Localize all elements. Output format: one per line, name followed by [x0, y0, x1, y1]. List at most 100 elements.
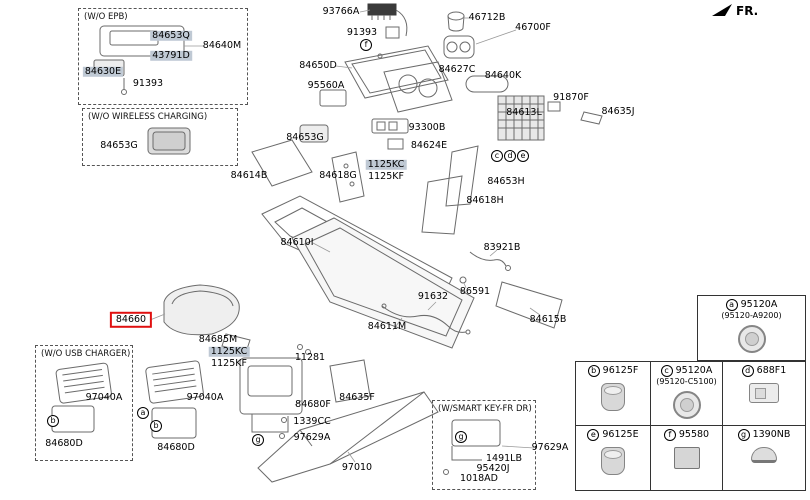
- part-label-1125KF[interactable]: 1125KF: [211, 357, 247, 369]
- ref-letter-d: d: [741, 365, 754, 377]
- fr-direction-indicator: FR.: [712, 3, 758, 18]
- part-label-84653H[interactable]: 84653H: [487, 175, 525, 187]
- part-number: 96125F: [602, 365, 639, 377]
- part-number: 95120A: [740, 299, 778, 311]
- ref-marker-g: g: [455, 431, 467, 443]
- wo-usb-charger-box: (W/O USB CHARGER): [35, 345, 133, 461]
- part-label-84627C[interactable]: 84627C: [438, 63, 476, 75]
- part-number: 95120A: [675, 365, 713, 377]
- part-label-95560A[interactable]: 95560A: [307, 79, 345, 91]
- part-label-46700F[interactable]: 46700F: [515, 21, 551, 33]
- wo-epb-box: (W/O EPB): [78, 8, 248, 105]
- w-smart-key-title: (W/SMART KEY-FR DR): [438, 404, 532, 414]
- part-number: 96125E: [602, 429, 639, 441]
- part-label-91870F[interactable]: 91870F: [553, 91, 589, 103]
- part-label-93766A[interactable]: 93766A: [322, 5, 360, 17]
- part-label-84635F[interactable]: 84635F: [339, 391, 375, 403]
- part-thumbnail-bracket: [749, 383, 779, 403]
- part-label-84653Q[interactable]: 84653Q: [150, 29, 192, 42]
- part-thumbnail-knob: [737, 324, 766, 353]
- ref-letter-f: f: [663, 429, 676, 441]
- part-label-84611M[interactable]: 84611M: [367, 320, 407, 332]
- part-thumbnail-box: [673, 447, 700, 469]
- part-label-97629A[interactable]: 97629A: [293, 431, 331, 443]
- part-label-93300B[interactable]: 93300B: [408, 121, 446, 133]
- ref-marker-a: a: [137, 407, 149, 419]
- part-label-86591[interactable]: 86591: [459, 285, 491, 297]
- part-label-84660[interactable]: 84660: [109, 311, 153, 329]
- part-label-84680F[interactable]: 84680F: [295, 398, 331, 410]
- part-label-84680D[interactable]: 84680D: [45, 437, 83, 449]
- ref-marker-c: c: [491, 150, 503, 162]
- part-label-84653G[interactable]: 84653G: [286, 131, 324, 143]
- ref-marker-e: e: [517, 150, 529, 162]
- part-label-1491LB[interactable]: 1491LB: [486, 452, 522, 464]
- part-label-97040A[interactable]: 97040A: [85, 391, 123, 403]
- part-label-1339CC[interactable]: 1339CC: [293, 415, 331, 427]
- part-label-97040A[interactable]: 97040A: [186, 391, 224, 403]
- part-label-91393[interactable]: 91393: [346, 26, 378, 38]
- ref-letter-c: c: [660, 365, 673, 377]
- part-label-84613L[interactable]: 84613L: [506, 106, 542, 118]
- part-label-84624E[interactable]: 84624E: [410, 139, 448, 151]
- ref-letter-a: a: [725, 299, 738, 311]
- part-label-46712B[interactable]: 46712B: [468, 11, 506, 23]
- part-number: 1390NB: [752, 429, 791, 441]
- ref-letter-g: g: [737, 429, 750, 441]
- wo-usb-charger-title: (W/O USB CHARGER): [41, 349, 131, 359]
- part-thumbnail-knob: [672, 390, 701, 419]
- part-label-97010[interactable]: 97010: [341, 461, 373, 473]
- part-label-84640K[interactable]: 84640K: [484, 69, 522, 81]
- part-label-84614B[interactable]: 84614B: [230, 169, 268, 181]
- wo-wireless-charging-title: (W/O WIRELESS CHARGING): [88, 112, 208, 122]
- part-label-11281[interactable]: 11281: [294, 351, 326, 363]
- part-number: 95580: [678, 429, 710, 441]
- part-label-1125KC[interactable]: 1125KC: [208, 345, 250, 358]
- part-label-43791D[interactable]: 43791D: [150, 49, 192, 62]
- fr-label: FR.: [736, 3, 759, 18]
- ref-marker-d: d: [504, 150, 516, 162]
- ref-letter-b: b: [587, 365, 600, 377]
- ref-marker-b: b: [47, 415, 59, 427]
- part-label-95420J[interactable]: 95420J: [476, 462, 510, 474]
- ref-marker-g: g: [252, 434, 264, 446]
- part-label-1125KF[interactable]: 1125KF: [368, 170, 404, 182]
- part-label-84630E[interactable]: 84630E: [82, 65, 124, 78]
- part-label-84618H[interactable]: 84618H: [466, 194, 504, 206]
- part-label-84650D[interactable]: 84650D: [299, 59, 337, 71]
- part-label-91632[interactable]: 91632: [417, 290, 449, 302]
- part-thumbnail-socket: [601, 447, 625, 475]
- part-subnumber: (95120-A9200): [721, 311, 782, 320]
- part-subnumber: (95120-C5100): [656, 377, 717, 386]
- part-label-84615B[interactable]: 84615B: [529, 313, 567, 325]
- part-label-84653G[interactable]: 84653G: [100, 139, 138, 151]
- part-label-1018AD[interactable]: 1018AD: [460, 472, 498, 484]
- part-thumbnail-grommet: [751, 447, 777, 463]
- wo-epb-title: (W/O EPB): [84, 12, 128, 22]
- part-label-84680D[interactable]: 84680D: [157, 441, 195, 453]
- part-label-84635J[interactable]: 84635J: [601, 105, 635, 117]
- part-thumbnail-socket: [601, 383, 625, 411]
- ref-letter-e: e: [587, 429, 600, 441]
- part-label-84618G[interactable]: 84618G: [319, 169, 357, 181]
- ref-marker-b: b: [150, 420, 162, 432]
- part-label-84685M[interactable]: 84685M: [198, 333, 238, 345]
- part-label-84610I[interactable]: 84610I: [280, 236, 314, 248]
- part-label-84640M[interactable]: 84640M: [202, 39, 242, 51]
- part-label-83921B[interactable]: 83921B: [483, 241, 521, 253]
- part-label-1125KC[interactable]: 1125KC: [365, 158, 407, 171]
- fr-arrow-icon: [712, 4, 732, 16]
- part-number: 688F1: [756, 365, 787, 377]
- part-label-97629A[interactable]: 97629A: [531, 441, 569, 453]
- part-label-91393[interactable]: 91393: [132, 77, 164, 89]
- ref-marker-f: f: [360, 39, 372, 51]
